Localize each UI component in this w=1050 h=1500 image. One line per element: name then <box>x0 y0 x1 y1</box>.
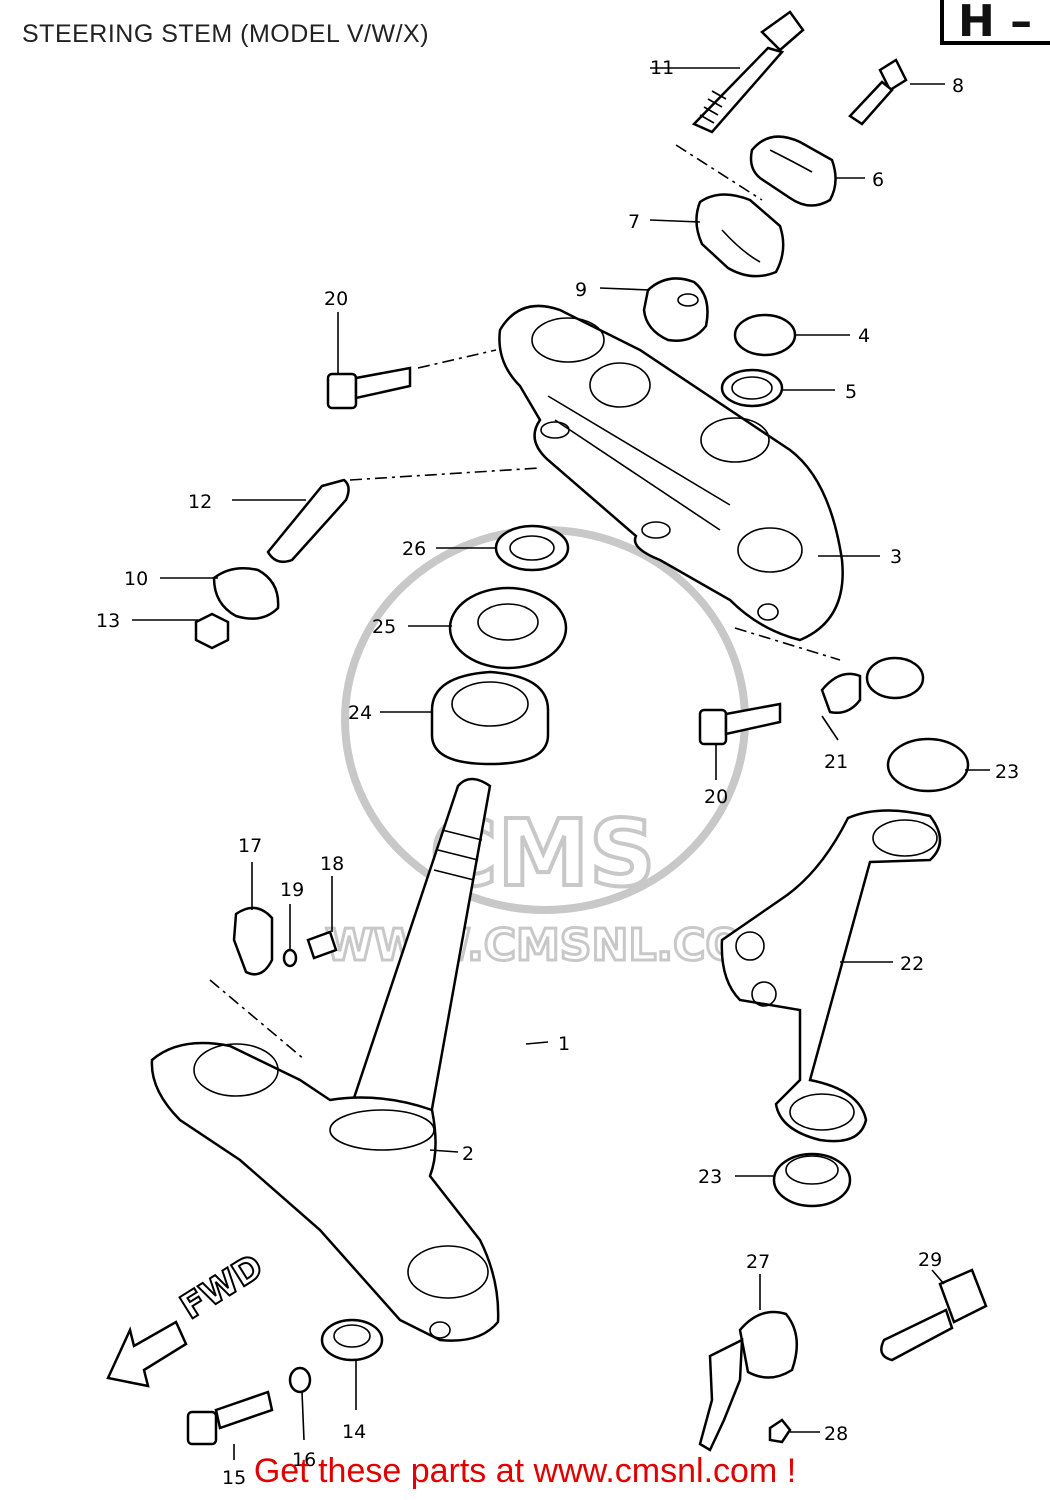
stopper-part-21 <box>820 672 862 714</box>
label-part-23-upper: 23 <box>995 761 1019 783</box>
label-part-6: 6 <box>872 169 884 191</box>
label-part-9: 9 <box>575 279 587 301</box>
label-part-8: 8 <box>952 75 964 97</box>
cushion-part-10 <box>212 567 280 620</box>
clamp-bolt-part-20-upper <box>326 366 412 410</box>
washer-part-5 <box>720 368 784 408</box>
label-part-23-lower: 23 <box>698 1166 722 1188</box>
cushion-part-9 <box>642 277 709 342</box>
label-part-3: 3 <box>890 546 902 568</box>
label-part-28: 28 <box>824 1423 848 1445</box>
bolt-part-15 <box>186 1390 274 1446</box>
section-badge: H – <box>940 0 1050 47</box>
label-part-20-lower: 20 <box>704 786 728 808</box>
bracket-part-22 <box>720 809 942 1143</box>
label-part-27: 27 <box>746 1251 770 1273</box>
handlebar-holder-part-6 <box>749 135 837 207</box>
clamp-part-17 <box>232 906 274 976</box>
nut-part-13 <box>194 612 230 650</box>
dust-seal-part-25 <box>448 586 568 670</box>
section-code: H – <box>958 0 1033 47</box>
label-part-29: 29 <box>918 1249 942 1271</box>
pin-part-12 <box>266 478 350 563</box>
grommet-part-23-upper <box>865 656 970 793</box>
watermark-url: WWW.CMSNL.COM <box>325 920 787 971</box>
washer-part-19 <box>282 948 298 968</box>
label-part-13: 13 <box>96 610 120 632</box>
label-part-1: 1 <box>558 1033 570 1055</box>
handlebar-holder-part-7 <box>695 193 785 278</box>
label-part-16: 16 <box>292 1449 316 1471</box>
footer-link[interactable]: Get these parts at www.cmsnl.com ! <box>253 1452 797 1490</box>
label-part-25: 25 <box>372 616 396 638</box>
bearing-part-24 <box>430 670 550 766</box>
label-part-17: 17 <box>238 835 262 857</box>
cap-part-4 <box>733 313 797 357</box>
cms-watermark: CMS WWW.CMSNL.COM <box>324 526 788 973</box>
label-part-7: 7 <box>628 211 640 233</box>
label-part-19: 19 <box>280 879 304 901</box>
washer-part-16 <box>288 1366 312 1394</box>
label-part-12: 12 <box>188 491 212 513</box>
label-part-21: 21 <box>824 751 848 773</box>
fwd-label: FWD <box>174 1247 271 1328</box>
grommet-part-23-lower <box>772 1152 852 1208</box>
label-part-4: 4 <box>858 325 870 347</box>
bolt-part-8 <box>848 58 908 126</box>
label-part-20-upper: 20 <box>324 288 348 310</box>
label-part-24: 24 <box>348 702 372 724</box>
key-part-29 <box>880 1268 988 1362</box>
label-part-5: 5 <box>845 381 857 403</box>
forward-direction-arrow: FWD <box>106 1246 271 1388</box>
steering-stem-nut-part-26 <box>494 524 570 572</box>
lower-bracket-part-2 <box>150 1041 500 1342</box>
label-part-14: 14 <box>342 1421 366 1443</box>
screw-part-28 <box>768 1418 792 1444</box>
label-part-15: 15 <box>222 1467 246 1489</box>
grommet-part-14 <box>320 1318 384 1362</box>
label-part-26: 26 <box>402 538 426 560</box>
label-part-2: 2 <box>462 1143 474 1165</box>
upper-bracket-part-3 <box>498 304 844 642</box>
diagram-title: STEERING STEM (MODEL V/W/X) <box>22 20 430 48</box>
steering-lock-part-27 <box>698 1310 799 1452</box>
steering-stem-part-1 <box>348 777 492 1122</box>
label-part-22: 22 <box>900 953 924 975</box>
label-part-11: 11 <box>650 57 674 79</box>
long-bolt-part-11 <box>691 10 805 134</box>
screw-part-18 <box>306 930 338 960</box>
label-part-18: 18 <box>320 853 344 875</box>
label-part-10: 10 <box>124 568 148 590</box>
clamp-bolt-part-20-lower <box>698 702 782 746</box>
